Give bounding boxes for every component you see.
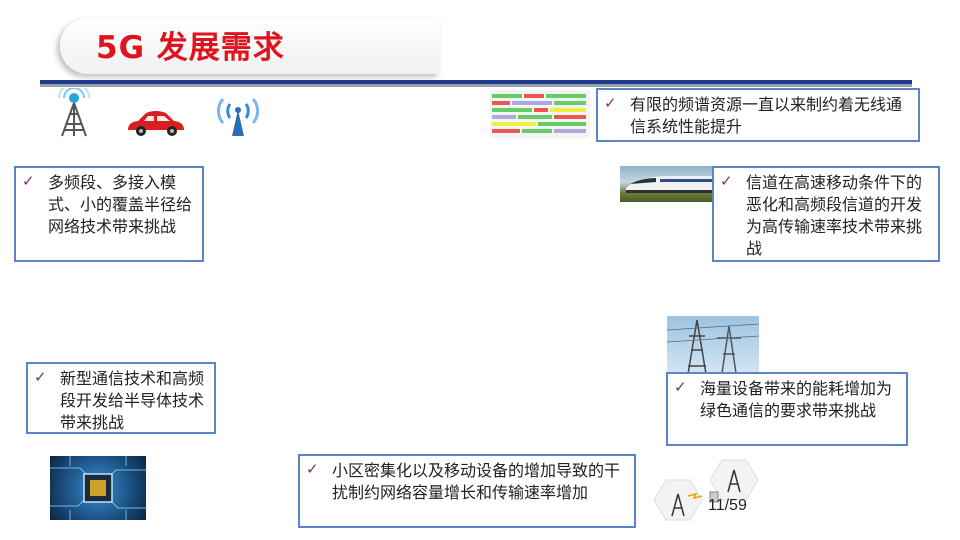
card-text: 新型通信技术和高频段开发给半导体技术带来挑战: [60, 369, 205, 432]
card-cell-density: ✓ 小区密集化以及移动设备的增加导致的干扰制约网络容量增长和传输速率增加: [298, 454, 636, 528]
title-tab: [60, 18, 440, 74]
card-text: 信道在高速移动条件下的恶化和高频段信道的开发为高传输速率技术带来挑战: [746, 173, 923, 258]
card-semiconductor: ✓ 新型通信技术和高频段开发给半导体技术带来挑战: [26, 362, 216, 434]
checkmark-icon: ✓: [674, 378, 687, 396]
checkmark-icon: ✓: [22, 172, 35, 190]
page-title: 5G 发展需求: [96, 30, 285, 66]
card-spectrum: ✓ 有限的频谱资源一直以来制约着无线通信系统性能提升: [596, 88, 920, 142]
title-underline: [40, 80, 912, 84]
checkmark-icon: ✓: [604, 94, 617, 112]
cellular-hexagon-diagram: [653, 459, 759, 521]
chip-circuit-image: [50, 456, 146, 520]
card-high-speed: ✓ 信道在高速移动条件下的恶化和高频段信道的开发为高传输速率技术带来挑战: [712, 166, 940, 262]
title-underline-shadow: [40, 84, 912, 87]
checkmark-icon: ✓: [306, 460, 319, 478]
card-text: 小区密集化以及移动设备的增加导致的干扰制约网络容量增长和传输速率增加: [332, 461, 621, 502]
page-number: 11/59: [708, 497, 747, 514]
spectrum-allocation-image: [490, 90, 590, 138]
high-speed-train-image: [620, 166, 716, 202]
red-car-icon: [128, 111, 184, 136]
power-tower-image: [667, 316, 759, 380]
card-text: 多频段、多接入模式、小的覆盖半径给网络技术带来挑战: [48, 173, 193, 236]
card-multi-band: ✓ 多频段、多接入模式、小的覆盖半径给网络技术带来挑战: [14, 166, 204, 262]
checkmark-icon: ✓: [34, 368, 47, 386]
card-energy: ✓ 海量设备带来的能耗增加为绿色通信的要求带来挑战: [666, 372, 908, 446]
wireless-signal-icon: [216, 98, 260, 136]
card-text: 有限的频谱资源一直以来制约着无线通信系统性能提升: [630, 95, 903, 136]
card-text: 海量设备带来的能耗增加为绿色通信的要求带来挑战: [700, 379, 893, 420]
checkmark-icon: ✓: [720, 172, 733, 190]
cell-tower-icon: [58, 88, 90, 137]
